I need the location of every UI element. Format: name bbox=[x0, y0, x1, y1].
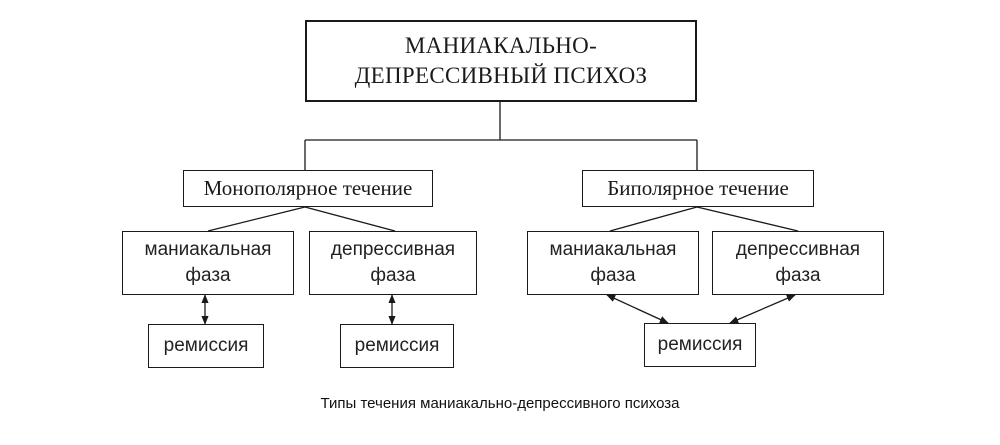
bi-to-depressive-line bbox=[696, 206, 799, 232]
mono-depressive-phase-label: депрессивная фаза bbox=[330, 239, 456, 286]
bipolar-course-label: Биполярное течение bbox=[607, 176, 789, 200]
bi-manic-remission-arrow bbox=[606, 294, 669, 324]
monopolar-course-label: Монополярное течение bbox=[203, 176, 413, 200]
bipolar-course-node: Биполярное течение bbox=[582, 170, 814, 207]
mono-to-manic-line bbox=[207, 206, 306, 232]
mono-manic-phase-label: маниакальная фаза bbox=[144, 239, 272, 286]
bi-remission-label: ремиссия bbox=[657, 334, 743, 355]
mono-depressive-phase-node: депрессивная фаза bbox=[309, 231, 477, 295]
root-label: МАНИАКАЛЬНО- ДЕПРЕССИВНЫЙ ПСИХОЗ bbox=[354, 33, 648, 88]
monopolar-course-node: Монополярное течение bbox=[183, 170, 433, 207]
bi-manic-phase-label: маниакальная фаза bbox=[549, 239, 677, 286]
mono-manic-remission-label: ремиссия bbox=[163, 335, 249, 356]
bi-to-manic-line bbox=[609, 206, 698, 232]
figure-caption: Типы течения маниакально-депрессивного п… bbox=[320, 395, 680, 412]
bi-depressive-phase-label: депрессивная фаза bbox=[735, 239, 861, 286]
root-node: МАНИАКАЛЬНО- ДЕПРЕССИВНЫЙ ПСИХОЗ bbox=[305, 20, 697, 102]
mono-manic-remission-node: ремиссия bbox=[148, 324, 264, 368]
mono-to-depressive-line bbox=[304, 206, 396, 232]
bi-depressive-remission-arrow bbox=[729, 294, 796, 324]
mono-depressive-remission-node: ремиссия bbox=[340, 324, 454, 368]
bi-manic-phase-node: маниакальная фаза bbox=[527, 231, 699, 295]
mono-depressive-remission-label: ремиссия bbox=[354, 335, 440, 356]
bi-depressive-phase-node: депрессивная фаза bbox=[712, 231, 884, 295]
bi-remission-node: ремиссия bbox=[644, 323, 756, 367]
mono-manic-phase-node: маниакальная фаза bbox=[122, 231, 294, 295]
